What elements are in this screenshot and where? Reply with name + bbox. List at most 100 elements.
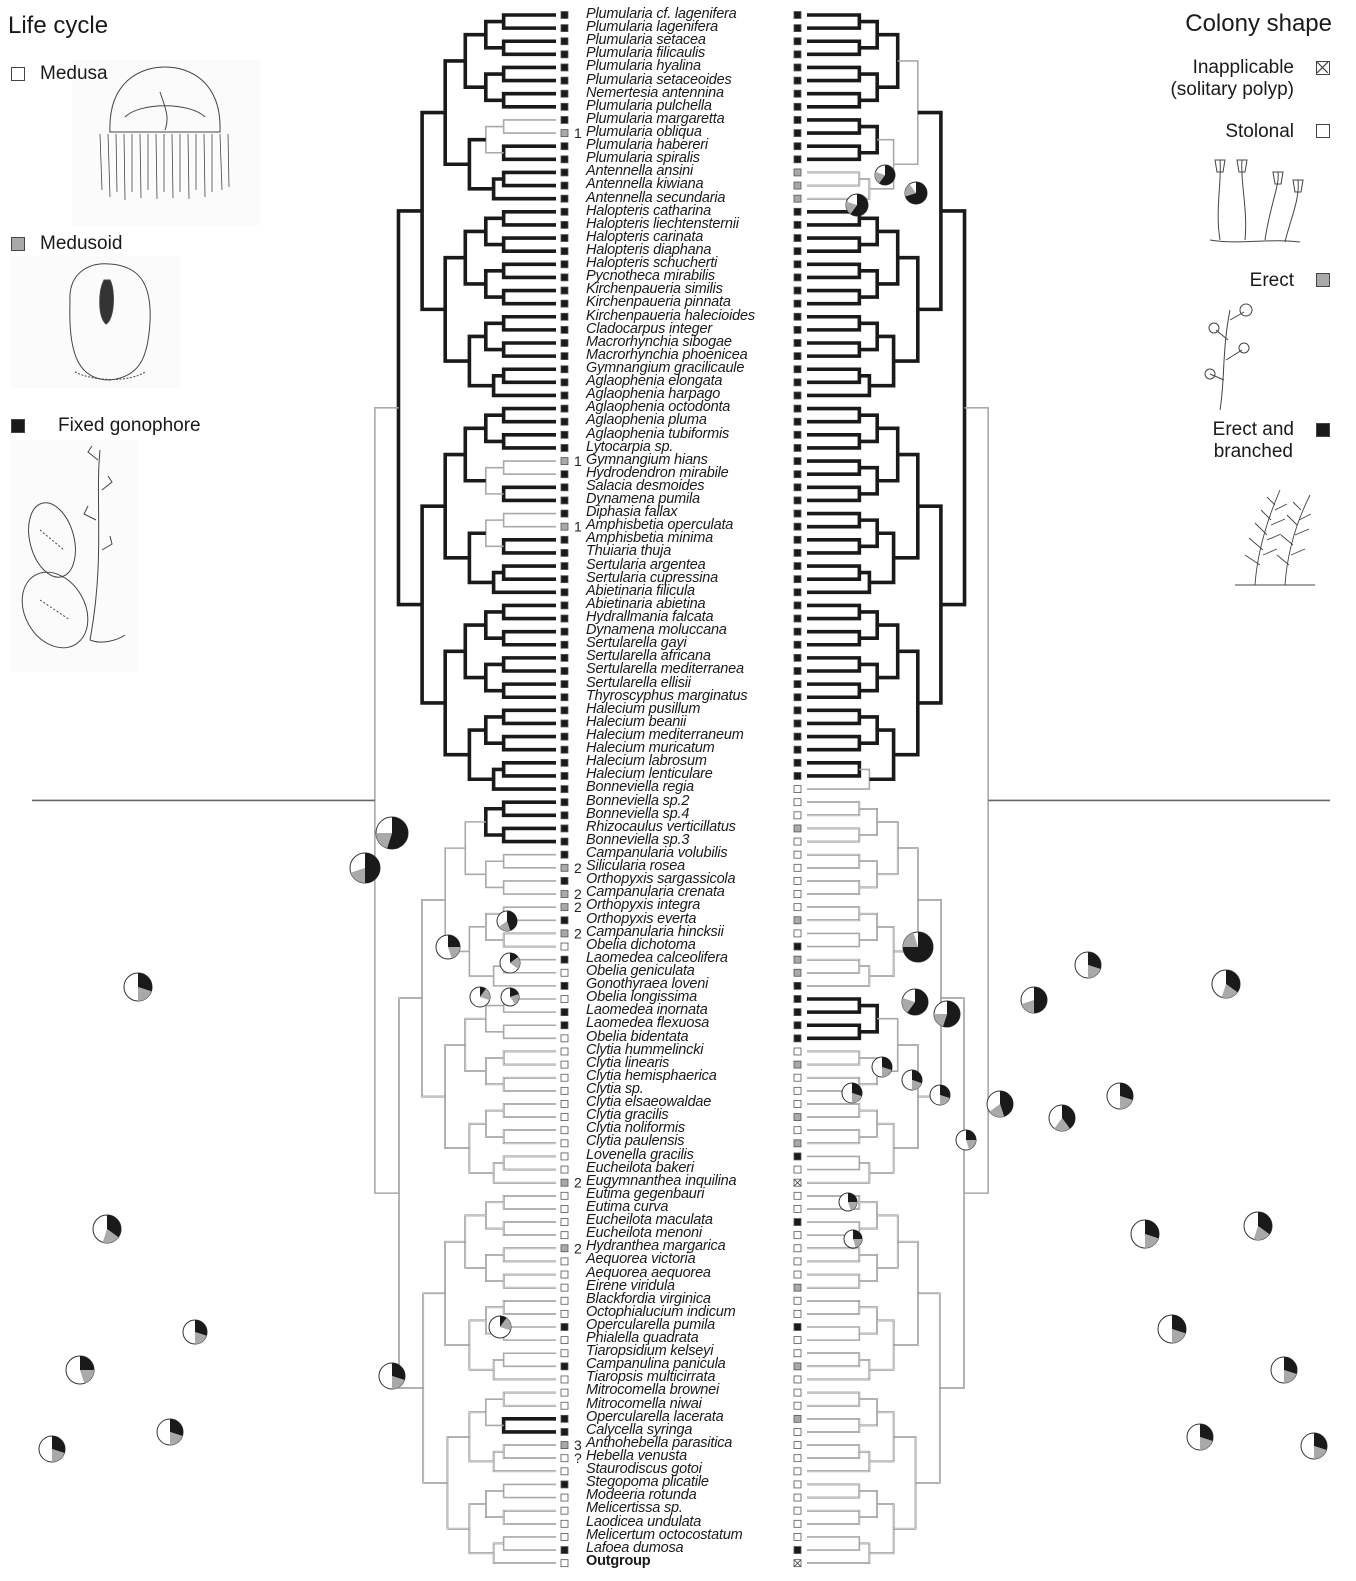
tree-branch (807, 1299, 861, 1315)
taxon-label: Lytocarpia sp. (586, 438, 674, 455)
colony-shape-state-square (793, 719, 802, 728)
tree-branch-inner (807, 1129, 860, 1144)
life-cycle-state-square (560, 1257, 569, 1266)
colony-shape-state-square (793, 24, 802, 33)
life-cycle-state-square (560, 640, 569, 649)
life-cycle-state-square (560, 1428, 569, 1436)
taxon-label: Orthopyxis sargassicola (586, 871, 736, 888)
life-cycle-state-square (560, 207, 569, 216)
colony-shape-state-square (793, 1349, 802, 1358)
taxon-label: Laomedea calceolifera (586, 949, 728, 966)
tree-branch-inner (503, 1392, 556, 1407)
taxon-label: Clytia paulensis (586, 1133, 685, 1150)
colony-shape-state-square (793, 601, 802, 610)
pie-slice-gray (1054, 1118, 1070, 1132)
tree-branch (422, 1292, 448, 1484)
life-cycle-state-square (560, 680, 569, 689)
taxon-label: Abietinaria abietina (586, 595, 706, 612)
life-cycle-state-square (560, 378, 569, 387)
life-cycle-state-square (560, 837, 569, 846)
tree-branch (501, 406, 556, 424)
pie-slice-black (879, 165, 895, 185)
inapplicable-mark (793, 1559, 802, 1567)
tree-branch (485, 519, 504, 548)
tree-branch (502, 1076, 556, 1092)
taxon-label: Eutima curva (586, 1198, 669, 1215)
tree-branch (374, 406, 400, 1194)
tree-branch (807, 314, 862, 332)
life-cycle-state-square (560, 63, 569, 72)
life-cycle-state-square (560, 1401, 569, 1410)
tree-branch (859, 715, 879, 745)
colony-shape-state-square (793, 391, 802, 400)
erect-label: Erect (1249, 270, 1294, 291)
colony-shape-state-square (793, 824, 802, 833)
life-cycle-state-square (560, 1165, 569, 1174)
tree-branch (501, 144, 556, 162)
life-cycle-state-square (560, 457, 569, 465)
colony-shape-state-square (793, 1414, 802, 1423)
tree-branch (917, 504, 943, 705)
pie-slice-black (1284, 1357, 1297, 1375)
life-cycle-state-square (560, 247, 569, 256)
colony-shape-state-square (793, 850, 802, 859)
colony-shape-state-square (793, 11, 802, 19)
tree-branch (917, 110, 943, 312)
tree-branch (485, 860, 504, 889)
taxon-label: Silicularia rosea (586, 858, 685, 875)
tree-branch (501, 603, 556, 621)
taxon-label: Hydranthea margarica (586, 1238, 726, 1255)
tree-branch-inner (464, 1018, 486, 1072)
tree-branch-inner (807, 1103, 860, 1118)
colony-shape-state-square (793, 1546, 802, 1554)
tree-branch (502, 932, 556, 948)
colony-shape-state-square (793, 995, 802, 1003)
tree-branch (807, 433, 862, 450)
pie-slice-black (1034, 987, 1047, 1013)
tree-branch-inner (859, 1490, 878, 1518)
pie-slice-black (392, 1363, 405, 1381)
inapplicable-swatch (1316, 61, 1330, 75)
tree-branch (807, 801, 861, 817)
life-cycle-state-square (560, 1034, 569, 1043)
tree-branch (484, 413, 504, 444)
colony-shape-state-square (793, 981, 802, 990)
tree-branch (859, 807, 878, 836)
tree-branch (807, 538, 862, 555)
tree-branch-inner (503, 1195, 556, 1210)
tree-branch (484, 321, 504, 352)
tree-branch-inner (503, 1444, 556, 1459)
taxon-label: Tiaropsidium kelseyi (586, 1343, 714, 1360)
life-cycle-state-square (560, 1467, 569, 1476)
pie-slice-gray (912, 1080, 922, 1090)
tree-branch (502, 1299, 556, 1315)
tree-branch (502, 1195, 556, 1210)
tree-branch-inner (807, 1195, 860, 1210)
colony-shape-state-square (793, 667, 802, 675)
taxon-label: Calycella syringa (586, 1421, 693, 1438)
colony-shape-state-square (793, 640, 802, 649)
life-cycle-state-square (560, 1454, 569, 1463)
taxon-label: Obelia bidentata (586, 1028, 689, 1045)
life-cycle-state-square (560, 1349, 569, 1358)
tree-branch-inner (503, 1129, 556, 1144)
colony-shape-state-square (793, 299, 802, 308)
pie-slice-gray (940, 1095, 950, 1105)
colony-shape-state-square (793, 877, 802, 885)
tree-branch (502, 1221, 556, 1236)
colony-shape-state-square (793, 1205, 802, 1213)
tree-branch (501, 433, 556, 450)
life-cycle-state-square (560, 535, 569, 544)
colony-shape-state-square (793, 247, 802, 256)
taxon-label: Halopteris carinata (586, 228, 704, 245)
tree-branch-inner (421, 899, 446, 1097)
tree-branch (859, 1003, 879, 1034)
life-cycle-state-square (560, 575, 569, 584)
colony-shape-state-square (793, 1257, 802, 1266)
colony-shape-state-square (793, 168, 802, 177)
pie-slice-black (195, 1320, 208, 1336)
tree-branch (467, 137, 494, 191)
taxon-label: Sertularia cupressina (586, 569, 719, 586)
life-cycle-state-square (560, 391, 569, 400)
tree-branch-inner (422, 1293, 448, 1484)
